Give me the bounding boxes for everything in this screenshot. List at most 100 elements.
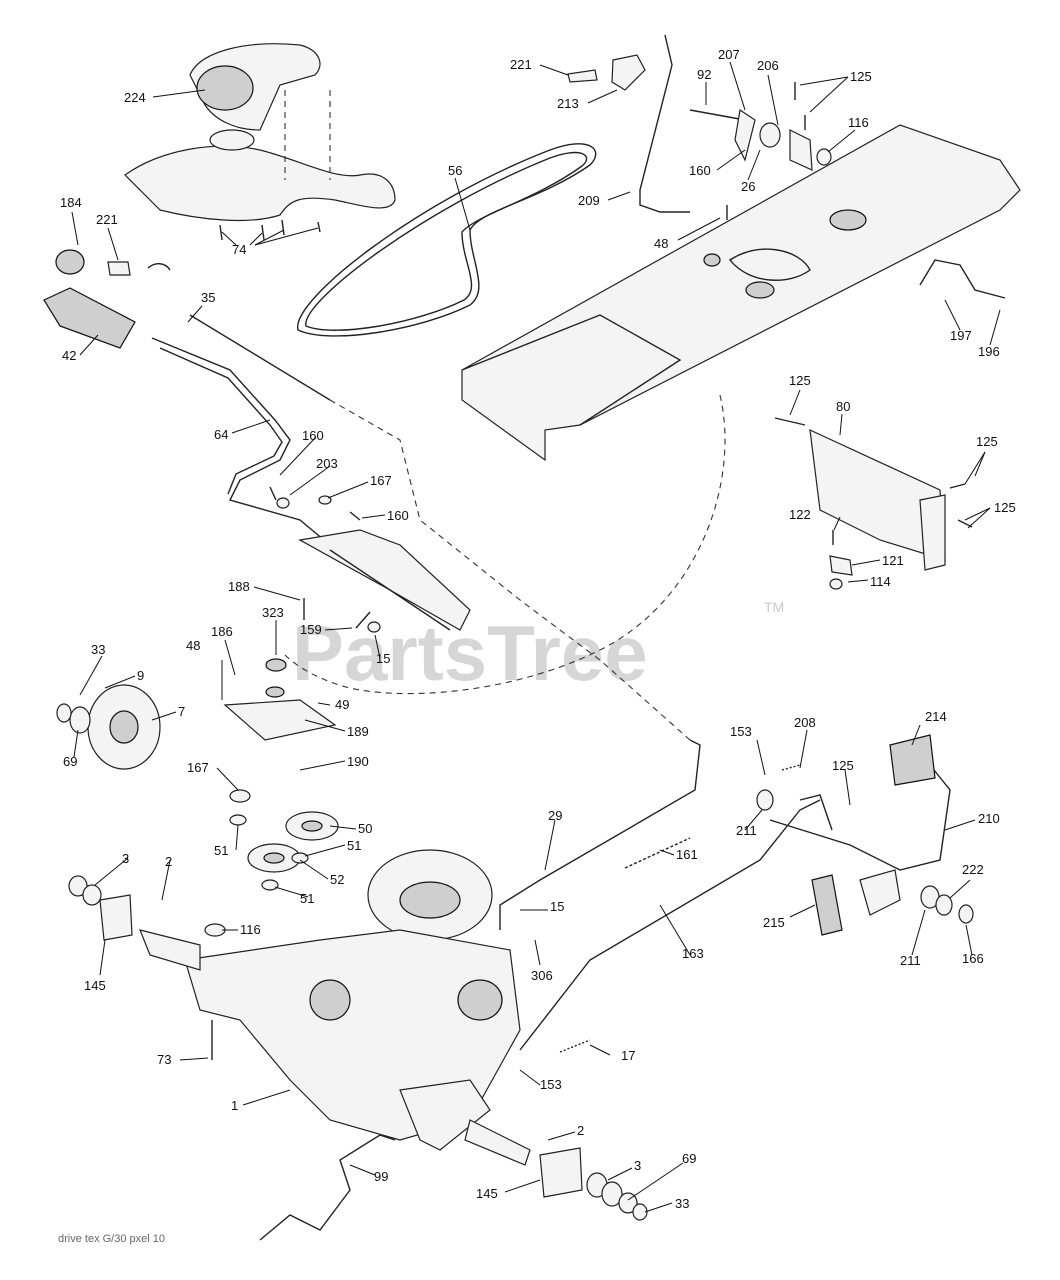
callout-211-b: 211 [900, 953, 921, 968]
callout-26: 26 [741, 179, 755, 194]
callout-51: 51 [214, 843, 228, 858]
washers-right-part [586, 1172, 648, 1221]
callout-2-b: 2 [577, 1123, 584, 1138]
callout-196: 196 [978, 344, 1000, 359]
left-hardware-part [55, 219, 321, 276]
callout-114: 114 [870, 574, 891, 589]
callout-121: 121 [882, 553, 904, 568]
callout-206: 206 [757, 58, 779, 73]
callout-166: 166 [962, 951, 984, 966]
spring-17-part [559, 1039, 591, 1053]
callout-189: 189 [347, 724, 369, 739]
callout-92: 92 [697, 67, 711, 82]
callout-153-b: 153 [730, 724, 752, 739]
callout-160-c: 160 [387, 508, 409, 523]
callout-125-c: 125 [976, 434, 998, 449]
drive-belt-part [297, 143, 597, 337]
callout-125-b: 125 [789, 373, 811, 388]
transaxle-part [139, 849, 531, 1166]
callout-9: 9 [137, 668, 144, 683]
callout-125-d: 125 [994, 500, 1016, 515]
callout-161: 161 [676, 847, 698, 862]
callout-69: 69 [63, 754, 77, 769]
leader-lines [71, 61, 1001, 1213]
callout-145: 145 [84, 978, 106, 993]
callout-167-b: 167 [187, 760, 209, 775]
callout-190: 190 [347, 754, 369, 769]
callout-160-b: 160 [302, 428, 324, 443]
wheel-hub-part [56, 684, 161, 770]
callout-145-b: 145 [476, 1186, 498, 1201]
callout-197: 197 [950, 328, 972, 343]
callout-203: 203 [316, 456, 338, 471]
rod-197-part [919, 259, 1006, 299]
watermark: PartsTree [292, 609, 648, 697]
callout-186: 186 [211, 624, 233, 639]
control-linkage-part [151, 314, 471, 631]
callout-15: 15 [376, 651, 390, 666]
callout-215: 215 [763, 915, 785, 930]
callout-159: 159 [300, 622, 322, 637]
axle-bracket-145-left [99, 894, 133, 941]
callout-17: 17 [621, 1048, 635, 1063]
fender-part [124, 43, 396, 222]
callout-125: 125 [850, 69, 872, 84]
callout-213: 213 [557, 96, 579, 111]
grip-42-part [43, 287, 136, 349]
lever-209-part [639, 34, 690, 213]
control-cable-dashed [329, 399, 691, 741]
watermark-tm: TM [764, 599, 784, 615]
callout-214: 214 [925, 709, 947, 724]
callout-74: 74 [232, 242, 246, 257]
callout-207: 207 [718, 47, 740, 62]
axle-bracket-145-right [539, 1147, 583, 1198]
callout-49: 49 [335, 697, 349, 712]
callout-210: 210 [978, 811, 1000, 826]
callout-153: 153 [540, 1077, 562, 1092]
callout-64: 64 [214, 427, 228, 442]
callout-56: 56 [448, 163, 462, 178]
callout-224: 224 [124, 90, 146, 105]
belt-path-dashed [284, 394, 726, 695]
callout-167: 167 [370, 473, 392, 488]
callout-122: 122 [789, 507, 811, 522]
callout-48: 48 [654, 236, 668, 251]
upper-hardware-part [567, 54, 832, 220]
callout-2: 2 [165, 854, 172, 869]
callouts: 224 221 213 56 92 207 206 125 116 160 26… [60, 47, 1016, 1211]
callout-50: 50 [358, 821, 372, 836]
callout-1: 1 [231, 1098, 238, 1113]
callout-33-b: 33 [675, 1196, 689, 1211]
diagram-footer-code: drive tex G/30 pxel 10 [58, 1233, 165, 1245]
callout-69-b: 69 [682, 1151, 696, 1166]
frame-part [461, 124, 1021, 462]
callout-163: 163 [682, 946, 704, 961]
callout-3-b: 3 [634, 1158, 641, 1173]
bracket-80-part [809, 429, 946, 571]
callout-80: 80 [836, 399, 850, 414]
bracket-hardware-part [774, 417, 973, 590]
callout-125-e: 125 [832, 758, 854, 773]
callout-3: 3 [122, 851, 129, 866]
callout-306: 306 [531, 968, 553, 983]
callout-222: 222 [962, 862, 984, 877]
callout-51-c: 51 [300, 891, 314, 906]
washers-left-part [68, 875, 102, 906]
callout-73: 73 [157, 1052, 171, 1067]
callout-209: 209 [578, 193, 600, 208]
pedal-assembly-part [756, 734, 974, 936]
linkage-hardware-part [269, 486, 381, 633]
callout-52: 52 [330, 872, 344, 887]
callout-184: 184 [60, 195, 82, 210]
callout-188: 188 [228, 579, 250, 594]
callout-29: 29 [548, 808, 562, 823]
callout-211: 211 [736, 823, 757, 838]
callout-116-b: 116 [240, 922, 261, 937]
pulley-assembly-part [223, 658, 339, 891]
callout-7: 7 [178, 704, 185, 719]
callout-42: 42 [62, 348, 76, 363]
callout-15-b: 15 [550, 899, 564, 914]
rod-29-part [499, 739, 701, 930]
callout-221: 221 [510, 57, 532, 72]
